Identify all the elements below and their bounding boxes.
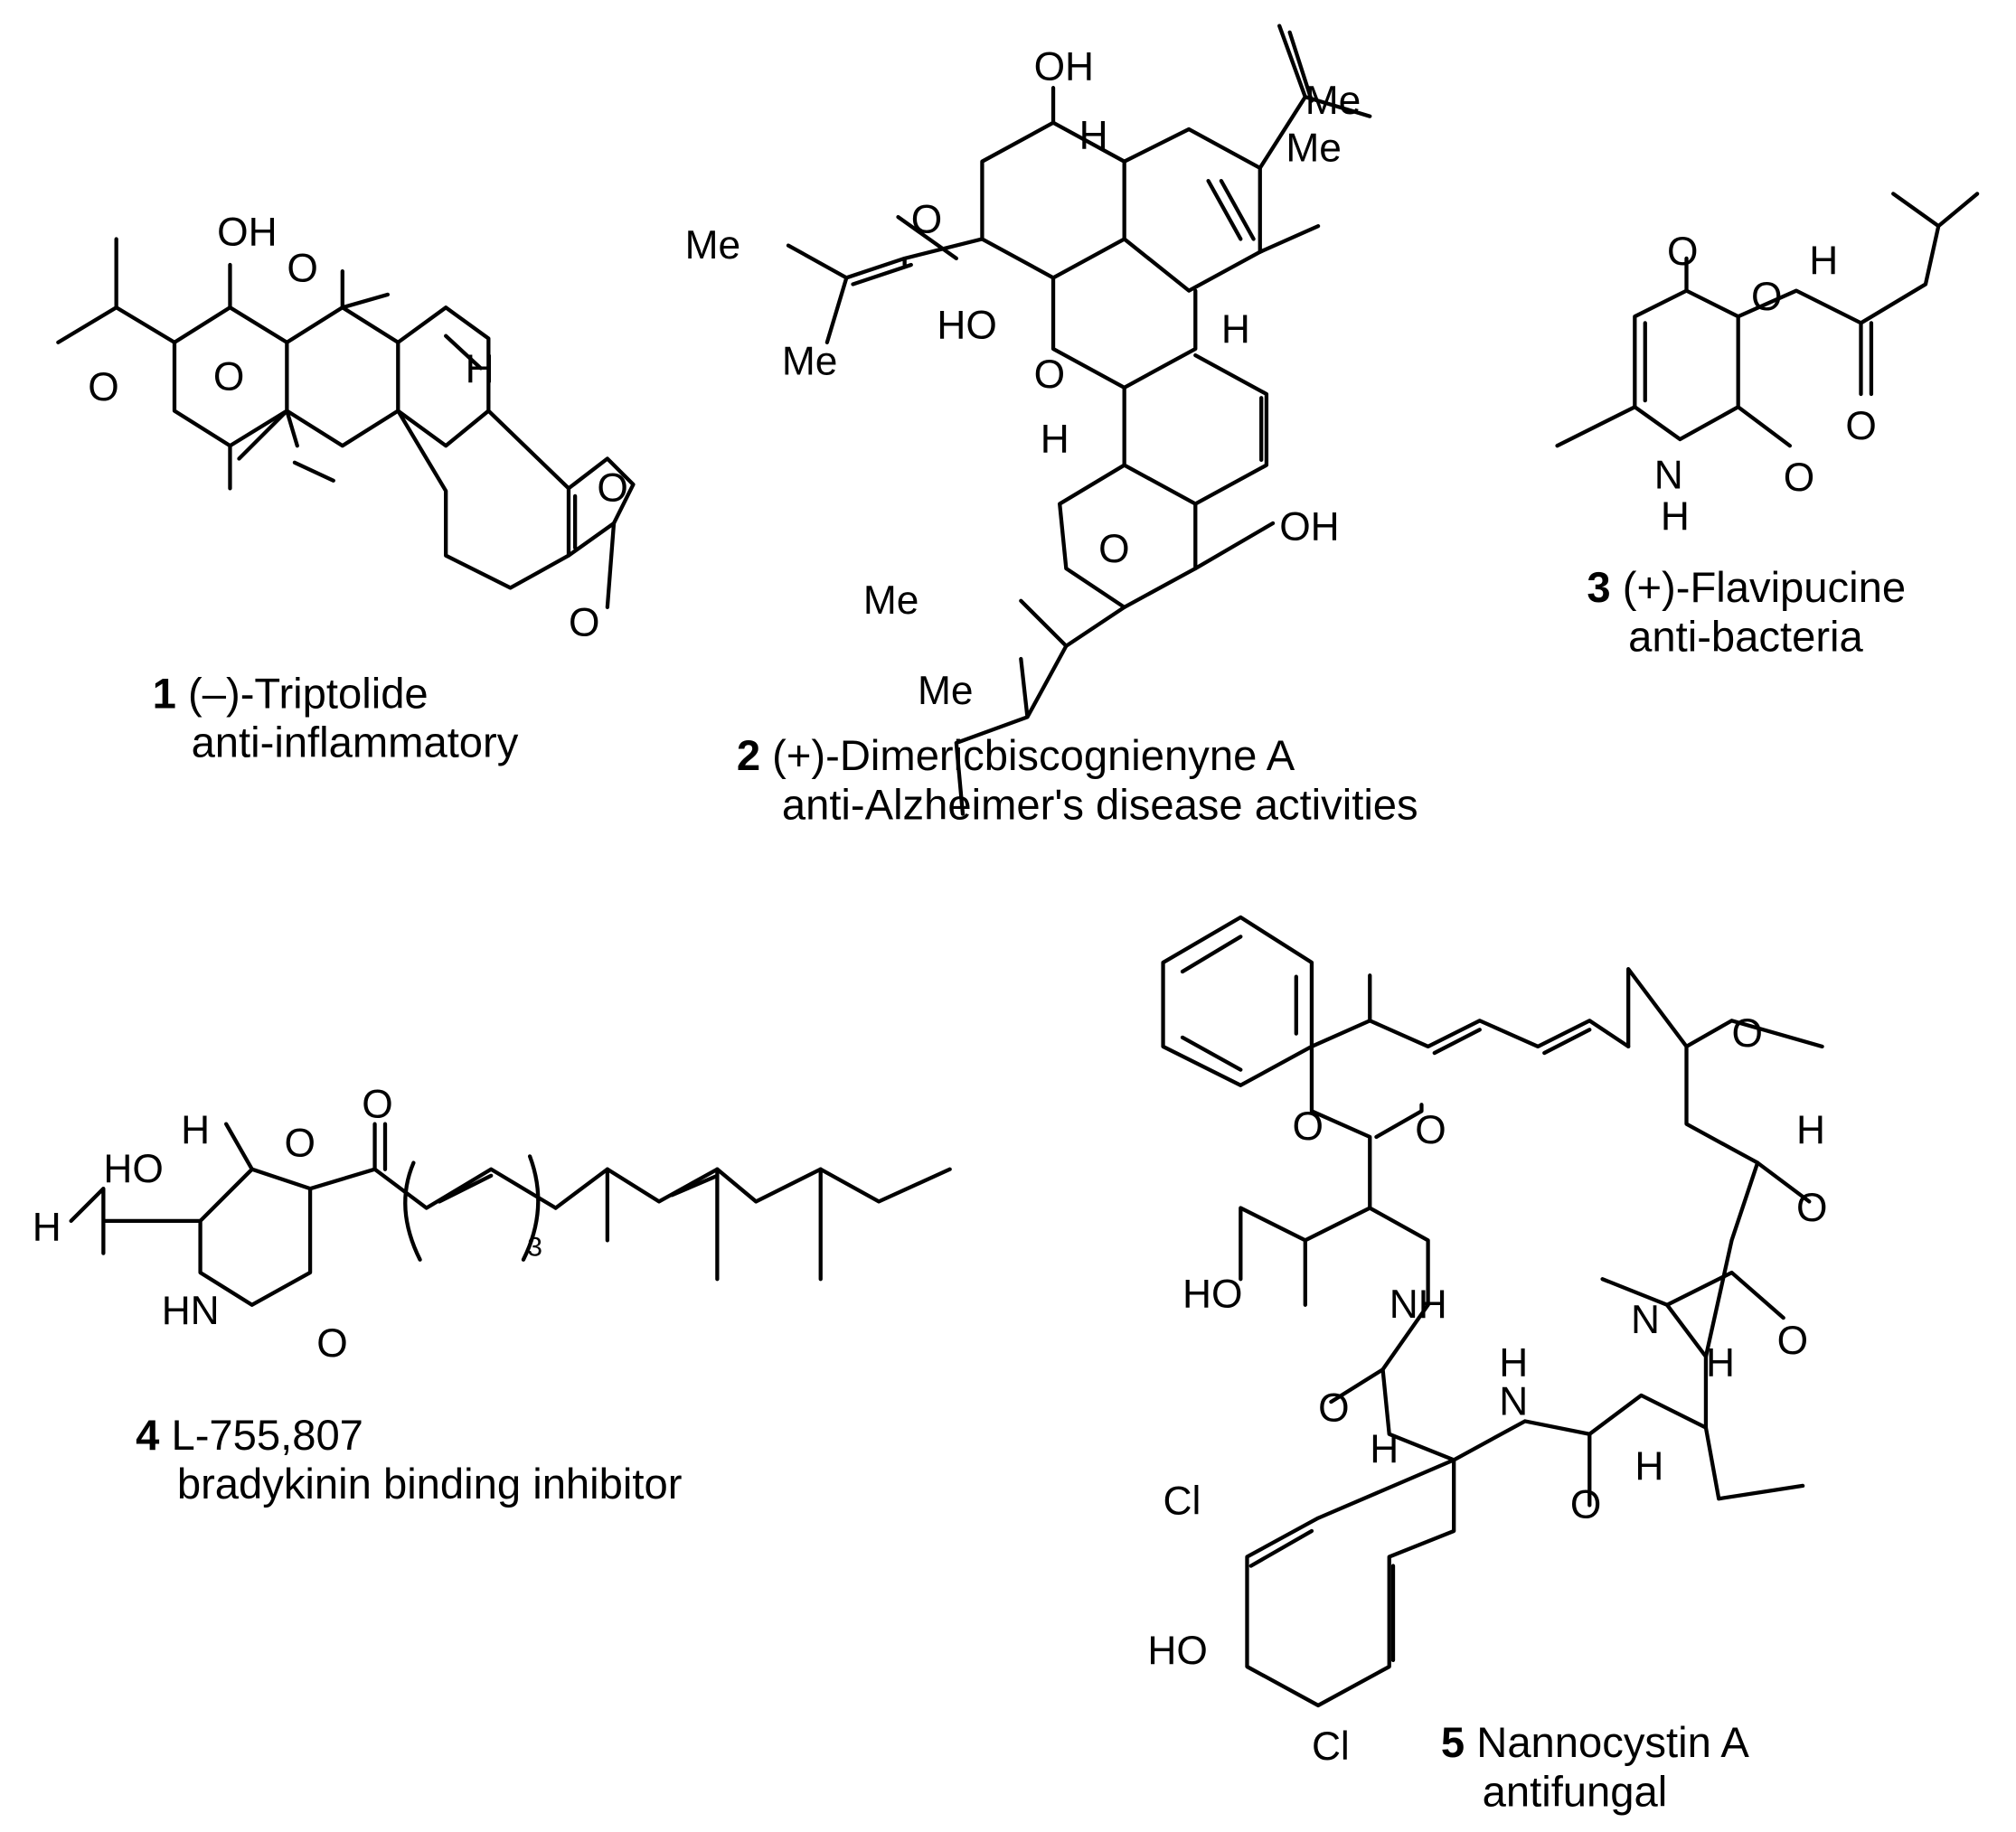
atom-cl: Cl	[1163, 1479, 1201, 1523]
compound-number: 4	[136, 1411, 160, 1459]
atom-oh: OH	[217, 211, 277, 255]
atom-o: O	[1845, 404, 1876, 448]
atom-ho: HO	[1147, 1629, 1207, 1673]
atom-h: H	[1634, 1444, 1663, 1489]
atom-o: O	[1732, 1011, 1763, 1056]
compound-name: (–)-Triptolide	[188, 669, 429, 718]
atom-me: Me	[1305, 79, 1361, 123]
atom-me: Me	[782, 340, 838, 384]
atom-hn: HN	[162, 1289, 220, 1333]
atom-o: O	[1293, 1104, 1324, 1149]
atom-h: H	[1041, 417, 1069, 461]
compound-number: 3	[1587, 563, 1611, 612]
compound-name: (+)-Dimericbiscognienyne A	[772, 731, 1295, 779]
compound-number: 2	[736, 731, 761, 779]
atom-o: O	[284, 1121, 315, 1165]
atom-o: O	[1667, 230, 1698, 274]
atom-o: O	[1784, 456, 1814, 500]
atom-h: H	[1370, 1427, 1399, 1471]
atom-nh: N	[1654, 453, 1683, 497]
atom-cl: Cl	[1312, 1724, 1350, 1769]
compound-activity: anti-Alzheimer's disease activities	[781, 780, 1418, 829]
structure-3-flavipucine: O O H O O N H	[1555, 192, 1980, 539]
compound-activity: antifungal	[1482, 1767, 1668, 1816]
atom-h: H	[1661, 494, 1690, 539]
caption-compound-3: 3 (+)-Flavipucine anti-bacteria	[1587, 563, 1906, 661]
compound-activity: bradykinin binding inhibitor	[176, 1460, 683, 1508]
structure-5-nannocystin: O H O O O HO NH N O H N H O H H O Cl HO …	[1147, 915, 1827, 1769]
atom-o: O	[213, 355, 244, 399]
atom-ho: HO	[103, 1147, 163, 1191]
repeat-subscript: 3	[527, 1232, 542, 1262]
atom-n: N	[1631, 1298, 1660, 1342]
atom-h: H	[1221, 307, 1250, 352]
compound-activity: anti-bacteria	[1628, 612, 1863, 661]
compound-activity: anti-inflammatory	[191, 718, 519, 766]
atom-h: H	[181, 1108, 210, 1152]
structure-2-dimericbiscognienyne: OH H Me Me O Me Me HO H O H OH O Me Me	[685, 23, 1372, 816]
atom-o: O	[1034, 352, 1065, 397]
atom-o: O	[1796, 1186, 1827, 1230]
atom-h: H	[466, 347, 495, 391]
atom-o: O	[1415, 1108, 1446, 1152]
compound-name: Nannocystin A	[1476, 1718, 1749, 1767]
compound-name: L-755,807	[171, 1411, 363, 1459]
atom-o: O	[569, 600, 599, 644]
atom-o: O	[1777, 1319, 1808, 1363]
atom-o: O	[1098, 527, 1129, 571]
atom-h: H	[1796, 1108, 1825, 1152]
atom-o: O	[88, 365, 118, 409]
atom-me: Me	[1286, 127, 1342, 171]
atom-oh: OH	[1279, 505, 1339, 550]
atom-ho: HO	[937, 304, 996, 348]
atom-ho: HO	[1182, 1273, 1242, 1317]
atom-me: Me	[863, 578, 919, 623]
atom-h: H	[33, 1205, 61, 1249]
atom-n: N	[1499, 1379, 1528, 1423]
atom-me: Me	[685, 223, 741, 268]
atom-o: O	[1318, 1386, 1349, 1430]
caption-compound-1: 1 (–)-Triptolide anti-inflammatory	[153, 669, 519, 766]
atom-oh: OH	[1034, 45, 1094, 89]
caption-compound-4: 4 L-755,807 bradykinin binding inhibitor	[136, 1411, 682, 1508]
atom-o: O	[597, 466, 627, 511]
structure-1-triptolide: OH O O O H O O	[56, 211, 636, 644]
caption-compound-5: 5 Nannocystin A antifungal	[1441, 1718, 1749, 1816]
atom-me: Me	[918, 669, 974, 713]
atom-o: O	[362, 1083, 392, 1127]
atom-o: O	[1570, 1483, 1601, 1527]
atom-h: H	[1809, 239, 1838, 283]
structure-4-l755807: H HO O O H HN O 3	[33, 1083, 952, 1366]
atom-o: O	[1751, 275, 1782, 319]
atom-h: H	[1079, 113, 1108, 157]
compound-number: 5	[1440, 1718, 1465, 1767]
atom-nh: NH	[1390, 1282, 1447, 1327]
atom-o: O	[287, 247, 317, 291]
atom-h: H	[1706, 1340, 1735, 1385]
compound-name: (+)-Flavipucine	[1622, 563, 1907, 612]
compound-number: 1	[152, 669, 176, 718]
atom-o: O	[911, 197, 942, 241]
atom-o: O	[316, 1321, 347, 1366]
atom-h: H	[1499, 1340, 1528, 1385]
caption-compound-2: 2 (+)-Dimericbiscognienyne A anti-Alzhei…	[737, 731, 1418, 829]
